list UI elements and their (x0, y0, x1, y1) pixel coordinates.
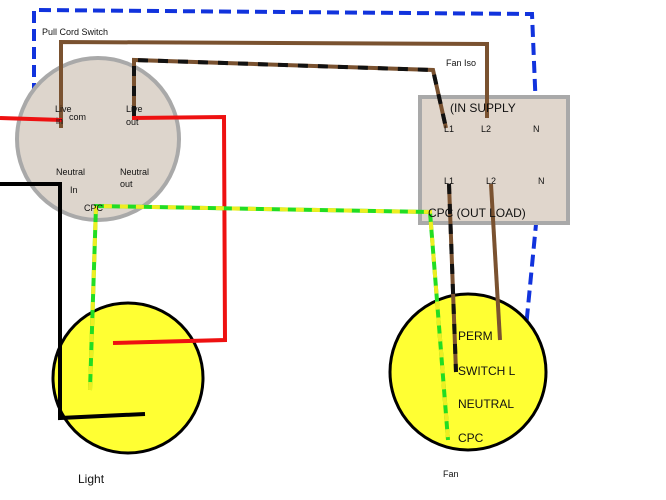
switch-live-out-label-2: out (126, 117, 139, 127)
live-in-red-wire (0, 116, 63, 122)
light-fitting[interactable] (51, 301, 205, 455)
fan-cpc-label: CPC (458, 431, 484, 445)
fan-perm-label: PERM (458, 329, 493, 343)
iso-l1-top-label: L1 (444, 124, 454, 134)
fan-iso-label: Fan Iso (446, 58, 476, 68)
switch-live-in-line1: Live (55, 104, 72, 114)
iso-l1-bottom-label: L1 (444, 176, 454, 186)
iso-l2-top-label: L2 (481, 124, 491, 134)
neutral-black-wire (0, 182, 146, 421)
switch-neutral-in-label-2: In (70, 185, 78, 195)
switched-live-black-stripe (132, 57, 448, 129)
switch-live-out-label-1: Live (126, 104, 143, 114)
switch-live-in-label: Live (55, 104, 72, 114)
brown-feed-wire (59, 39, 489, 128)
switch-com-label: com (69, 112, 86, 122)
fan-perm-brown-wire (489, 183, 502, 341)
fan-unit[interactable] (388, 292, 548, 452)
supply-blue-wire (32, 7, 538, 185)
fan-switched-live-brown (447, 183, 458, 373)
earth-wire-green (88, 203, 450, 441)
iso-n-bottom-label: N (538, 176, 545, 186)
iso-in-supply-label: (IN SUPPLY (450, 101, 516, 115)
switch-neutral-in-label-1: Neutral (56, 167, 85, 177)
switch-cpc-label: CPC (84, 203, 104, 213)
iso-cpc-out-load-label: CPC (OUT LOAD) (428, 206, 526, 220)
switch-in-label: in (56, 116, 63, 126)
fan-switch-l-label: SWITCH L (458, 364, 516, 378)
fan-caption: Fan (443, 469, 459, 479)
switch-neutral-out-label-1: Neutral (120, 167, 149, 177)
live-out-red-wire (112, 114, 228, 345)
iso-n-top-label: N (533, 124, 540, 134)
switch-neutral-out-label-2: out (120, 179, 133, 189)
light-caption: Light (78, 472, 105, 486)
pull-cord-switch-label: Pull Cord Switch (42, 27, 108, 37)
iso-l2-bottom-label: L2 (486, 176, 496, 186)
fan-neutral-label: NEUTRAL (458, 397, 514, 411)
pull-cord-switch-body[interactable] (15, 56, 181, 222)
